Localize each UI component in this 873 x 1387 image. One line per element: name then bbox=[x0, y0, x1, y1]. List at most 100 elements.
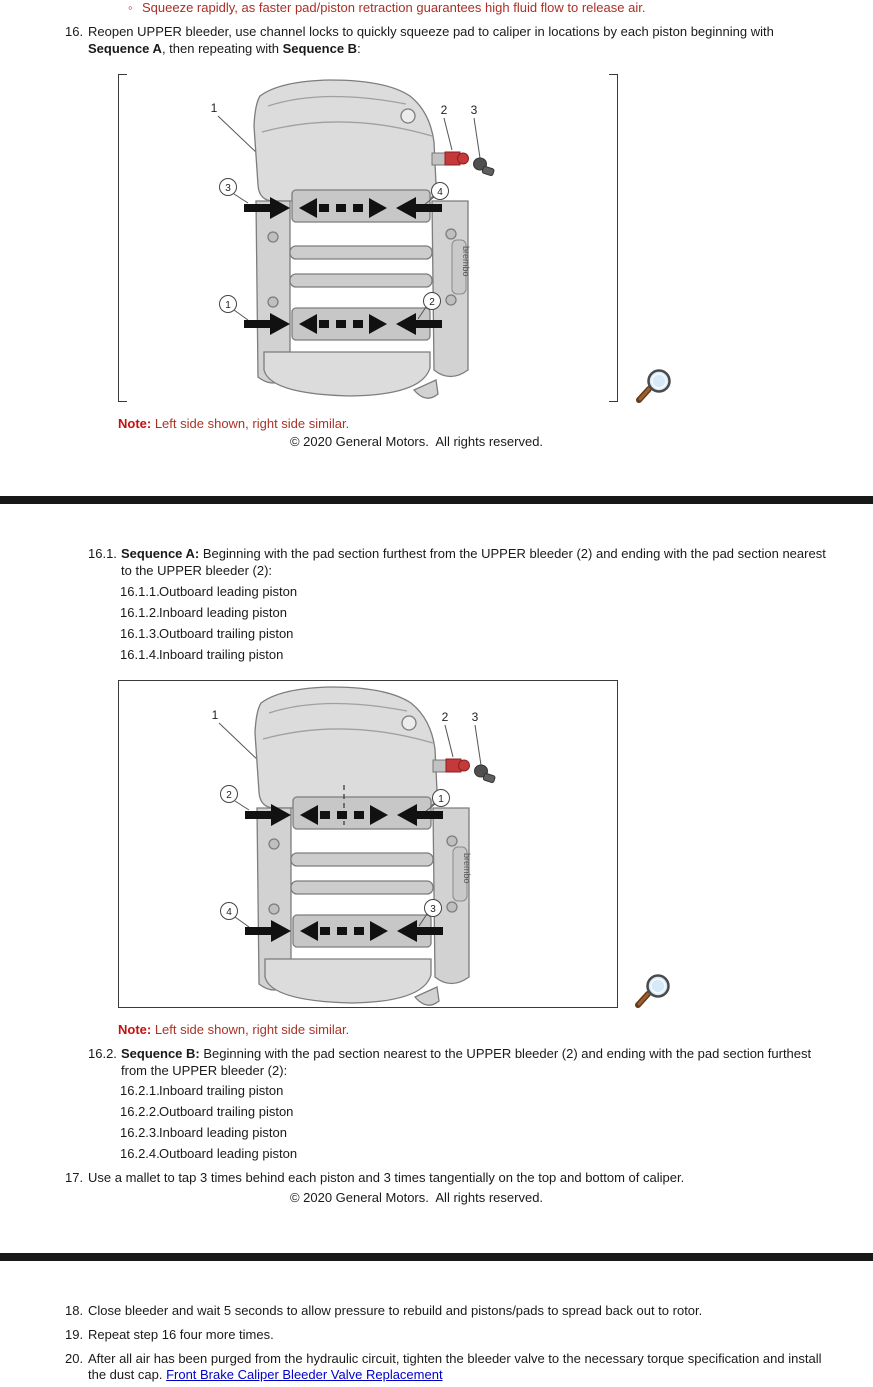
bleeder-valve bbox=[432, 758, 470, 773]
piston-sequence-callouts: 3 4 1 2 bbox=[219, 177, 449, 321]
note-text: Left side shown, right side similar. bbox=[151, 1021, 350, 1037]
callout-3-label: 3 bbox=[472, 710, 479, 724]
copyright-text: © 2020 General Motors. All rights reserv… bbox=[289, 1189, 544, 1205]
step-18: 18. Close bleeder and wait 5 seconds to … bbox=[65, 1303, 833, 1320]
magnifier-icon[interactable] bbox=[633, 973, 675, 1011]
substep-number: 16.2.2. bbox=[120, 1104, 160, 1120]
arrow-right-icon bbox=[245, 803, 291, 826]
svg-text:brembo: brembo bbox=[461, 246, 471, 277]
arrow-double-left-head-icon bbox=[299, 313, 317, 334]
substep-text: Outboard leading piston bbox=[159, 1146, 298, 1162]
caliper-brand-badge: brembo bbox=[451, 239, 471, 295]
brake-caliper-illustration: brembo 1 2 3 bbox=[212, 686, 496, 1006]
callout-1-label: 1 bbox=[212, 708, 219, 722]
figure-frame-right-bracket bbox=[609, 73, 618, 402]
step-16-1: 16.1. Sequence A: Beginning with the pad… bbox=[88, 546, 833, 580]
step-number: 16.1. bbox=[88, 546, 117, 562]
callout-1-label: 1 bbox=[211, 101, 218, 115]
substep-16-2-4: 16.2.4. Outboard leading piston bbox=[120, 1146, 833, 1163]
arrow-left-icon bbox=[397, 919, 443, 942]
caliper-body bbox=[253, 79, 469, 399]
circled-callout-bottom-left: 4 bbox=[226, 907, 232, 918]
substep-text: Inboard trailing piston bbox=[159, 646, 284, 662]
figure-note: Note: Left side shown, right side simila… bbox=[118, 416, 833, 433]
step-text: Sequence B: Beginning with the pad secti… bbox=[121, 1045, 812, 1078]
substep-16-2-1: 16.2.1. Inboard trailing piston bbox=[120, 1083, 833, 1100]
arrow-left-icon bbox=[396, 196, 442, 219]
step-text: Reopen UPPER bleeder, use channel locks … bbox=[88, 23, 774, 56]
step-number: 20. bbox=[65, 1350, 84, 1366]
arrow-double-left-head-icon bbox=[300, 920, 318, 941]
bleeder-valve bbox=[431, 151, 469, 166]
substep-number: 16.1.1. bbox=[120, 584, 160, 600]
arrow-left-icon bbox=[397, 803, 443, 826]
arrow-right-icon bbox=[244, 196, 290, 219]
section-2: 16.1. Sequence A: Beginning with the pad… bbox=[0, 546, 873, 1206]
circled-callout-top-right: 4 bbox=[437, 187, 443, 198]
substep-number: 16.2.1. bbox=[120, 1083, 160, 1099]
magnifier-icon[interactable] bbox=[634, 368, 676, 406]
substep-number: 16.1.2. bbox=[120, 605, 160, 621]
circled-callout-bottom-right: 3 bbox=[430, 904, 436, 915]
caliper-brand-badge: brembo bbox=[452, 846, 472, 902]
brake-caliper-illustration: brembo 1 2 3 bbox=[211, 79, 495, 399]
step-20: 20. After all air has been purged from t… bbox=[65, 1351, 833, 1385]
figure-note: Note: Left side shown, right side simila… bbox=[118, 1022, 833, 1039]
substep-16-1-1: 16.1.1. Outboard leading piston bbox=[120, 584, 833, 601]
step-number: 17. bbox=[65, 1170, 84, 1186]
dust-cap bbox=[473, 157, 495, 176]
callout-2-label: 2 bbox=[442, 710, 449, 724]
arrow-double-right-head-icon bbox=[370, 920, 388, 941]
warning-bullet-line: ◦ Squeeze rapidly, as faster pad/piston r… bbox=[128, 0, 833, 17]
warning-text: Squeeze rapidly, as faster pad/piston re… bbox=[142, 0, 646, 15]
note-text: Left side shown, right side similar. bbox=[151, 415, 350, 431]
step-17: 17. Use a mallet to tap 3 times behind e… bbox=[65, 1170, 833, 1187]
callout-3-label: 3 bbox=[471, 103, 478, 117]
arrow-right-icon bbox=[244, 312, 290, 335]
page-break-divider bbox=[0, 1252, 873, 1261]
substep-16-2-2: 16.2.2. Outboard trailing piston bbox=[120, 1104, 833, 1121]
circled-callout-top-right: 1 bbox=[438, 794, 444, 805]
arrow-double-left-head-icon bbox=[300, 804, 318, 825]
callout-2-label: 2 bbox=[441, 103, 448, 117]
step-number: 18. bbox=[65, 1302, 84, 1318]
step-text: After all air has been purged from the h… bbox=[88, 1350, 822, 1383]
figure-caliper-sequence-b[interactable]: brembo 1 2 3 bbox=[118, 679, 670, 1008]
step-number: 16.2. bbox=[88, 1045, 117, 1061]
note-label: Note: bbox=[118, 1021, 152, 1037]
section-1: ◦ Squeeze rapidly, as faster pad/piston r… bbox=[0, 0, 873, 450]
bullet-marker: ◦ bbox=[128, 0, 133, 15]
squeeze-direction-arrows bbox=[244, 196, 442, 335]
substep-number: 16.2.3. bbox=[120, 1125, 160, 1141]
substep-16-2-3: 16.2.3. Inboard leading piston bbox=[120, 1125, 833, 1142]
svg-text:brembo: brembo bbox=[462, 853, 472, 884]
arrow-right-icon bbox=[245, 919, 291, 942]
arrow-double-right-head-icon bbox=[369, 197, 387, 218]
step-text: Close bleeder and wait 5 seconds to allo… bbox=[88, 1302, 703, 1318]
copyright-text: © 2020 General Motors. All rights reserv… bbox=[289, 433, 544, 449]
circled-callout-bottom-left: 1 bbox=[225, 300, 231, 311]
circled-callout-top-left: 2 bbox=[226, 790, 232, 801]
caliper-body bbox=[254, 686, 470, 1006]
bleeder-valve-replacement-link[interactable]: Front Brake Caliper Bleeder Valve Replac… bbox=[166, 1367, 443, 1383]
callout-leader-lines bbox=[218, 722, 482, 765]
substep-text: Outboard trailing piston bbox=[159, 626, 294, 642]
figure-caliper-sequence-a[interactable]: brembo 1 2 3 bbox=[118, 73, 671, 403]
substep-text: Outboard leading piston bbox=[159, 584, 298, 600]
substep-16-1-4: 16.1.4. Inboard trailing piston bbox=[120, 647, 833, 664]
arrow-double-right-head-icon bbox=[370, 804, 388, 825]
substep-text: Outboard trailing piston bbox=[159, 1104, 294, 1120]
step-text: Use a mallet to tap 3 times behind each … bbox=[88, 1170, 685, 1186]
callout-leader-lines bbox=[217, 115, 481, 158]
substep-number: 16.1.3. bbox=[120, 626, 160, 642]
note-label: Note: bbox=[118, 415, 152, 431]
step-16: 16. Reopen UPPER bleeder, use channel lo… bbox=[65, 24, 833, 58]
figure-frame-left-bracket bbox=[118, 73, 127, 402]
figure-number-callouts: 1 2 3 bbox=[211, 101, 478, 117]
step-text: Sequence A: Beginning with the pad secti… bbox=[121, 546, 826, 579]
substep-16-1-2: 16.1.2. Inboard leading piston bbox=[120, 605, 833, 622]
substep-16-1-3: 16.1.3. Outboard trailing piston bbox=[120, 626, 833, 643]
circled-callout-top-left: 3 bbox=[225, 183, 231, 194]
step-16-2: 16.2. Sequence B: Beginning with the pad… bbox=[88, 1046, 833, 1080]
figure-number-callouts: 1 2 3 bbox=[212, 708, 479, 724]
